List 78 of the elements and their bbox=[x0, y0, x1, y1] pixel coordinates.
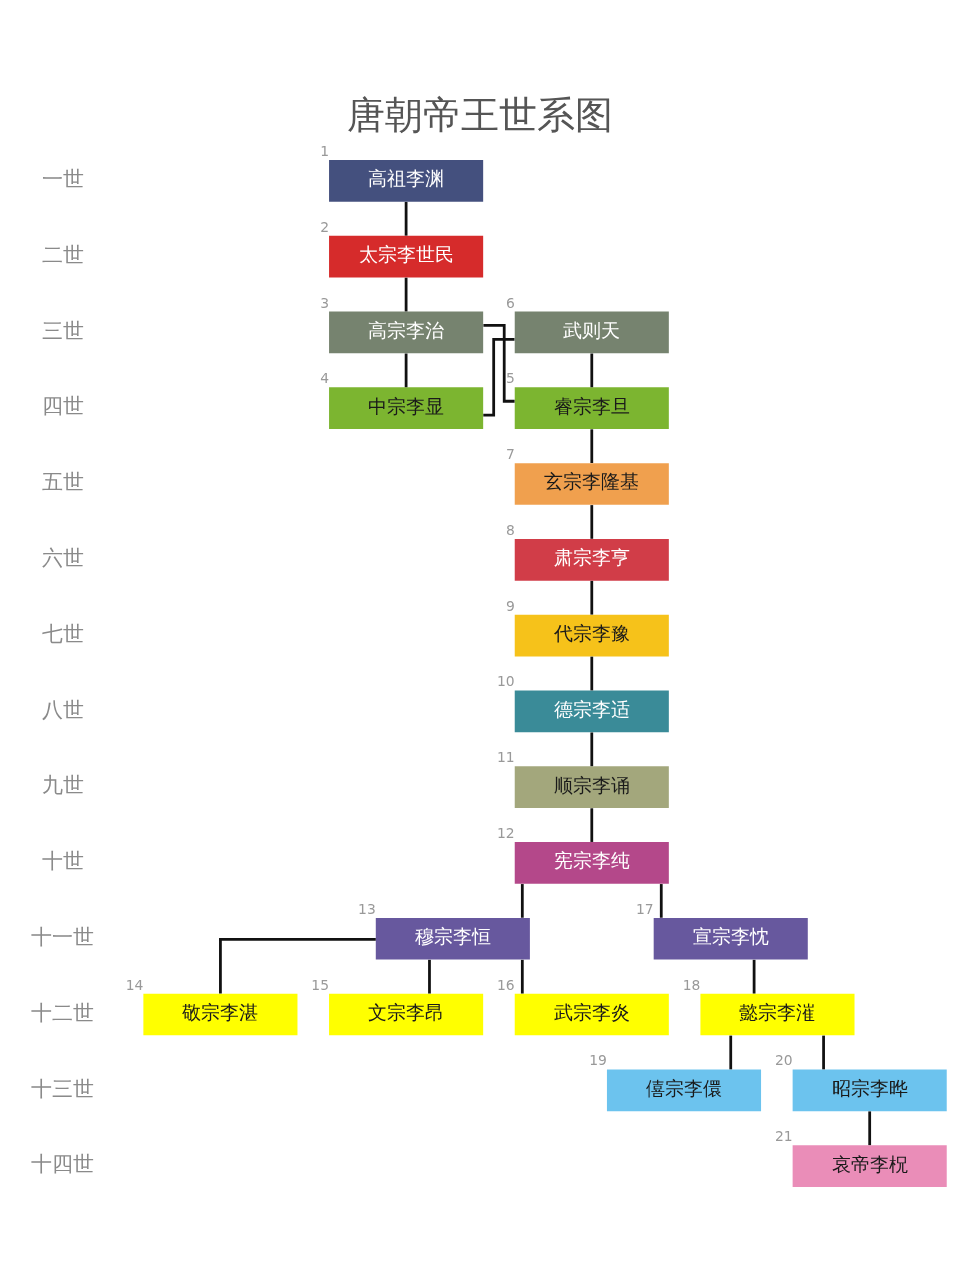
node-label: 8 bbox=[505, 521, 515, 538]
connector bbox=[590, 428, 594, 463]
label: 六世 bbox=[41, 544, 84, 570]
node-box: 德宗李适 bbox=[514, 690, 669, 732]
connector bbox=[590, 732, 594, 766]
node-box: 昭宗李晔 bbox=[792, 1068, 947, 1111]
label: 三世 bbox=[41, 317, 84, 343]
label: 十四世 bbox=[31, 1150, 95, 1176]
label: 十三世 bbox=[31, 1074, 95, 1100]
connector bbox=[590, 353, 594, 387]
label: 十一世 bbox=[31, 923, 95, 949]
node-box: 穆宗李恒 bbox=[375, 917, 530, 960]
node-box: 武则天 bbox=[514, 311, 669, 353]
node-box: 文宗李昂 bbox=[329, 993, 484, 1035]
node-box: 宪宗李纯 bbox=[514, 841, 669, 884]
node-box: 代宗李豫 bbox=[514, 614, 669, 656]
connector bbox=[483, 337, 515, 417]
node-label: 9 bbox=[505, 597, 515, 614]
connector bbox=[404, 201, 408, 236]
node-label: 13 bbox=[358, 900, 376, 917]
connector bbox=[590, 807, 594, 842]
connector bbox=[729, 1035, 733, 1069]
node-label: 3 bbox=[320, 294, 330, 311]
connector bbox=[404, 353, 408, 387]
node-box: 哀帝李柷 bbox=[792, 1144, 947, 1187]
label: 十世 bbox=[41, 847, 84, 873]
node-label: 19 bbox=[589, 1051, 607, 1068]
node-box: 僖宗李儇 bbox=[606, 1068, 762, 1111]
node-label: 11 bbox=[497, 748, 515, 765]
node-box: 太宗李世民 bbox=[329, 235, 484, 277]
node-box: 顺宗李诵 bbox=[514, 765, 669, 808]
label: 二世 bbox=[41, 241, 84, 267]
connector bbox=[483, 323, 515, 403]
label: 四世 bbox=[41, 392, 84, 418]
node-label: 4 bbox=[320, 369, 330, 386]
node-box: 高宗李治 bbox=[329, 311, 484, 353]
connector bbox=[219, 937, 376, 994]
connector bbox=[520, 883, 524, 918]
node-label: 1 bbox=[320, 142, 330, 159]
node-label: 10 bbox=[497, 672, 515, 689]
connector bbox=[752, 959, 756, 994]
node-box: 中宗李显 bbox=[329, 386, 484, 429]
label: 八世 bbox=[41, 696, 84, 722]
connector bbox=[520, 959, 524, 994]
label: 七世 bbox=[41, 620, 84, 646]
connector bbox=[590, 580, 594, 615]
connector bbox=[822, 1035, 825, 1069]
node-box: 武宗李炎 bbox=[514, 993, 669, 1035]
connector bbox=[868, 1110, 872, 1145]
node-box: 懿宗李漼 bbox=[700, 993, 855, 1035]
node-label: 7 bbox=[505, 445, 515, 462]
node-label: 20 bbox=[774, 1051, 793, 1068]
connector bbox=[428, 959, 431, 994]
node-label: 12 bbox=[497, 824, 515, 841]
label: 九世 bbox=[41, 771, 84, 797]
node-label: 21 bbox=[774, 1127, 793, 1144]
node-box: 肃宗李亨 bbox=[514, 538, 669, 581]
node-box: 睿宗李旦 bbox=[514, 386, 669, 429]
connector bbox=[659, 883, 663, 918]
label: 十二世 bbox=[31, 999, 95, 1025]
node-box: 敬宗李湛 bbox=[143, 993, 298, 1035]
node-label: 17 bbox=[636, 900, 654, 917]
connector bbox=[404, 277, 408, 311]
node-label: 2 bbox=[320, 218, 330, 235]
node-label: 5 bbox=[505, 369, 515, 386]
node-box: 高祖李渊 bbox=[329, 159, 484, 202]
diagram-title: 唐朝帝王世系图 bbox=[347, 92, 613, 137]
connector bbox=[590, 656, 594, 690]
node-box: 宣宗李忱 bbox=[653, 917, 808, 960]
label: 一世 bbox=[41, 165, 84, 191]
connector bbox=[590, 504, 594, 539]
node-label: 18 bbox=[682, 976, 701, 993]
node-label: 6 bbox=[505, 294, 515, 311]
node-label: 14 bbox=[125, 976, 144, 993]
node-label: 16 bbox=[497, 976, 515, 993]
label: 五世 bbox=[41, 468, 84, 494]
node-box: 玄宗李隆基 bbox=[514, 462, 669, 505]
node-label: 15 bbox=[311, 976, 330, 993]
